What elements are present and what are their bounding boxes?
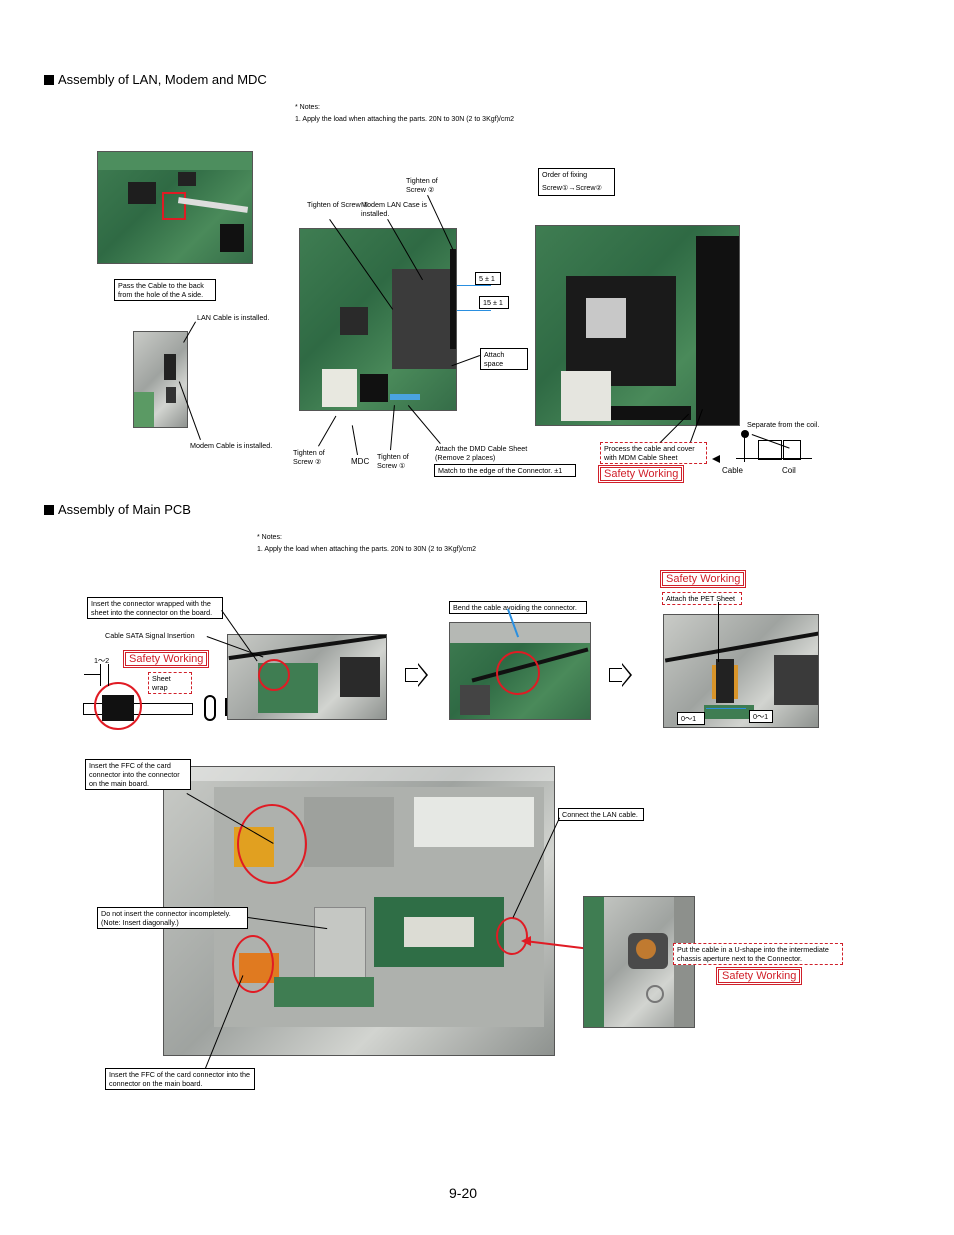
photo-sata-connector (227, 634, 387, 720)
label-modem-case: Modem LAN Case is installed. (361, 200, 427, 218)
label-lan-cable: LAN Cable is installed. (197, 313, 270, 322)
label-connect-lan: Connect the LAN cable. (558, 808, 644, 821)
photo-pet-sheet (663, 614, 819, 728)
photo-mdm-cable-sheet (535, 225, 740, 426)
clip-icon (204, 695, 216, 721)
label-insert-ffc-bot: Insert the FFC of the card connector int… (105, 1068, 255, 1090)
label-attach-dmd: Attach the DMD Cable Sheet (Remove 2 pla… (435, 444, 528, 462)
label-tighten1-top: Tighten of Screw ① (307, 200, 370, 209)
photo-modem-lan-case (299, 228, 457, 411)
label-dim-0-1b: 0～1 (749, 710, 773, 723)
photo-lan-modem-cables (133, 331, 188, 428)
label-tighten2-bot: Tighten of Screw ② (293, 448, 325, 466)
notes-1: * Notes: 1. Apply the load when attachin… (295, 104, 515, 123)
label-dim-15: 15 ± 1 (479, 296, 509, 309)
connector-arrow-icon (521, 936, 531, 946)
label-attach-space: Attach space (480, 348, 528, 370)
label-separate-coil: Separate from the coil. (747, 420, 820, 429)
step-arrow-1-icon (405, 668, 419, 682)
photo-main-pcb (163, 766, 555, 1056)
label-coil: Coil (782, 466, 796, 475)
label-insert-wrapped: Insert the connector wrapped with the sh… (87, 597, 223, 619)
safety-working-badge-3: Safety Working (659, 570, 747, 588)
label-attach-pet: Attach the PET Sheet (662, 592, 742, 605)
label-bend-cable: Bend the cable avoiding the connector. (449, 601, 587, 614)
page-number: 9-20 (449, 1185, 478, 1201)
label-modem-cable: Modem Cable is installed. (190, 441, 273, 450)
photo-lan-cable-routing (97, 151, 253, 264)
label-pass-cable: Pass the Cable to the back from the hole… (114, 279, 216, 301)
label-sata-insertion: Cable SATA Signal Insertion (105, 631, 195, 640)
left-arrow-icon (712, 455, 720, 463)
label-mdc: MDC (351, 457, 370, 466)
label-tighten2-top: Tighten of Screw ② (406, 176, 438, 194)
section-title-pcb: Assembly of Main PCB (44, 502, 191, 517)
label-dim-0-1a: 0～1 (677, 712, 705, 725)
cable-dot-icon (741, 430, 749, 438)
label-sheet-wrap: Sheet wrap (148, 672, 192, 694)
step-arrow-2-icon (609, 668, 623, 682)
section-title-lan: Assembly of LAN, Modem and MDC (44, 72, 267, 87)
label-cable: Cable (722, 466, 743, 475)
label-dim-5: 5 ± 1 (475, 272, 501, 285)
label-process-cable: Process the cable and cover with MDM Cab… (600, 442, 707, 464)
photo-bend-cable (449, 622, 591, 720)
label-order-fixing: Order of fixing Screw①→Screw② (538, 168, 615, 196)
safety-working-badge-1: Safety Working (597, 465, 685, 483)
label-dim-1-2: 1～2 (94, 656, 110, 665)
label-match-edge: Match to the edge of the Connector. ±1 (434, 464, 576, 477)
notes-2: * Notes: 1. Apply the load when attachin… (257, 534, 477, 553)
label-tighten1-bot: Tighten of Screw ① (377, 452, 409, 470)
label-u-shape: Put the cable in a U-shape into the inte… (673, 943, 843, 965)
label-insert-ffc-top: Insert the FFC of the card connector int… (85, 759, 191, 790)
label-do-not-insert: Do not insert the connector incompletely… (97, 907, 248, 929)
safety-working-badge-4: Safety Working (715, 967, 803, 985)
safety-working-badge-2: Safety Working (122, 650, 210, 668)
